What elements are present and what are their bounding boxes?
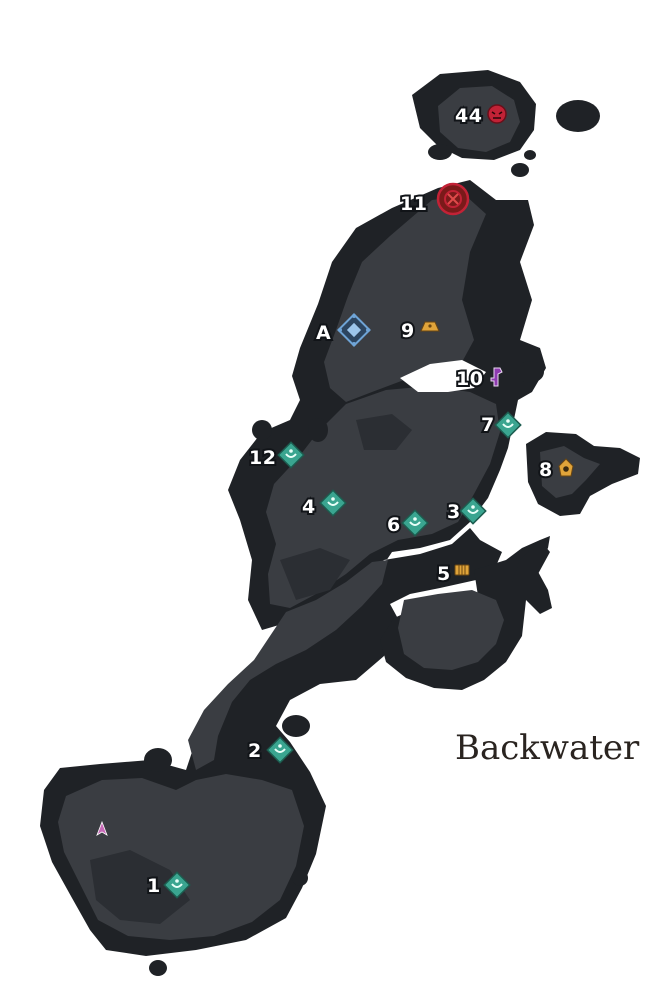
map-markers: 1 2 3: [96, 103, 574, 899]
marker-11[interactable]: 11: [398, 182, 470, 217]
marker-12-label: 12: [249, 447, 276, 469]
marker-6[interactable]: 6: [385, 509, 429, 538]
rock: [308, 418, 328, 442]
terrain-east-spur: [512, 536, 552, 614]
scattered-rocks: [144, 100, 600, 976]
marker-2-label: 2: [248, 740, 262, 762]
marker-A[interactable]: A: [314, 313, 371, 347]
waypoint-icon: [494, 411, 522, 439]
marker-3-label: 3: [447, 501, 461, 523]
floor-upper-hall: [324, 196, 486, 402]
terrain-inlet: [400, 360, 486, 392]
rock: [428, 144, 452, 160]
rock: [516, 361, 544, 383]
marker-9-label: 9: [401, 320, 415, 342]
marker-12[interactable]: 12: [247, 441, 305, 471]
teleport-crystal-icon: [337, 313, 371, 347]
altar-icon: [420, 321, 440, 332]
shrine-icon: [558, 458, 574, 477]
marker-3[interactable]: 3: [445, 497, 487, 525]
marker-6-label: 6: [387, 514, 401, 536]
rock: [149, 960, 167, 976]
marker-11-label: 11: [400, 193, 427, 215]
shade-mid-patch: [280, 548, 350, 600]
rock: [292, 870, 308, 886]
rock: [252, 420, 272, 440]
rock: [144, 748, 172, 772]
rock: [556, 100, 600, 132]
rock: [282, 715, 310, 737]
marker-8-label: 8: [539, 459, 553, 481]
waypoint-icon: [459, 497, 487, 525]
demon-mask-icon: [487, 104, 507, 124]
marker-4-label: 4: [302, 496, 316, 518]
waypoint-icon: [277, 441, 305, 469]
waypoint-icon: [319, 489, 347, 517]
marker-44-label: 44: [455, 105, 482, 127]
shade-upper-patch: [356, 414, 412, 450]
marker-44[interactable]: 44: [453, 103, 507, 129]
marker-10[interactable]: 10: [454, 366, 503, 392]
marker-10-label: 10: [456, 368, 483, 390]
boss-portal-icon: [436, 182, 470, 216]
floor-east-ledge: [398, 590, 504, 670]
marker-1[interactable]: 1: [145, 871, 191, 899]
floor-north-islet: [438, 86, 520, 152]
marker-5[interactable]: 5: [435, 561, 470, 587]
terrain-shading: [90, 414, 412, 924]
rock: [511, 163, 529, 177]
rock: [524, 150, 536, 160]
marker-8[interactable]: 8: [537, 457, 574, 483]
player-arrow-icon: [96, 820, 108, 836]
key-icon: [490, 367, 503, 387]
marker-1-label: 1: [147, 875, 161, 897]
floor-lower-corridor: [188, 560, 388, 770]
terrain-floor: [58, 86, 600, 940]
waypoint-icon: [401, 509, 429, 537]
waypoint-icon: [163, 871, 191, 899]
waypoint-icon: [266, 736, 294, 764]
chest-icon: [454, 564, 470, 576]
marker-9[interactable]: 9: [399, 318, 440, 344]
shade-south-patch: [90, 850, 190, 924]
marker-7[interactable]: 7: [479, 411, 522, 439]
marker-4[interactable]: 4: [300, 489, 347, 520]
region-title: Backwater: [455, 728, 640, 768]
marker-2[interactable]: 2: [246, 736, 294, 764]
marker-7-label: 7: [481, 414, 495, 436]
marker-A-label: A: [316, 322, 331, 344]
marker-5-label: 5: [437, 563, 451, 585]
